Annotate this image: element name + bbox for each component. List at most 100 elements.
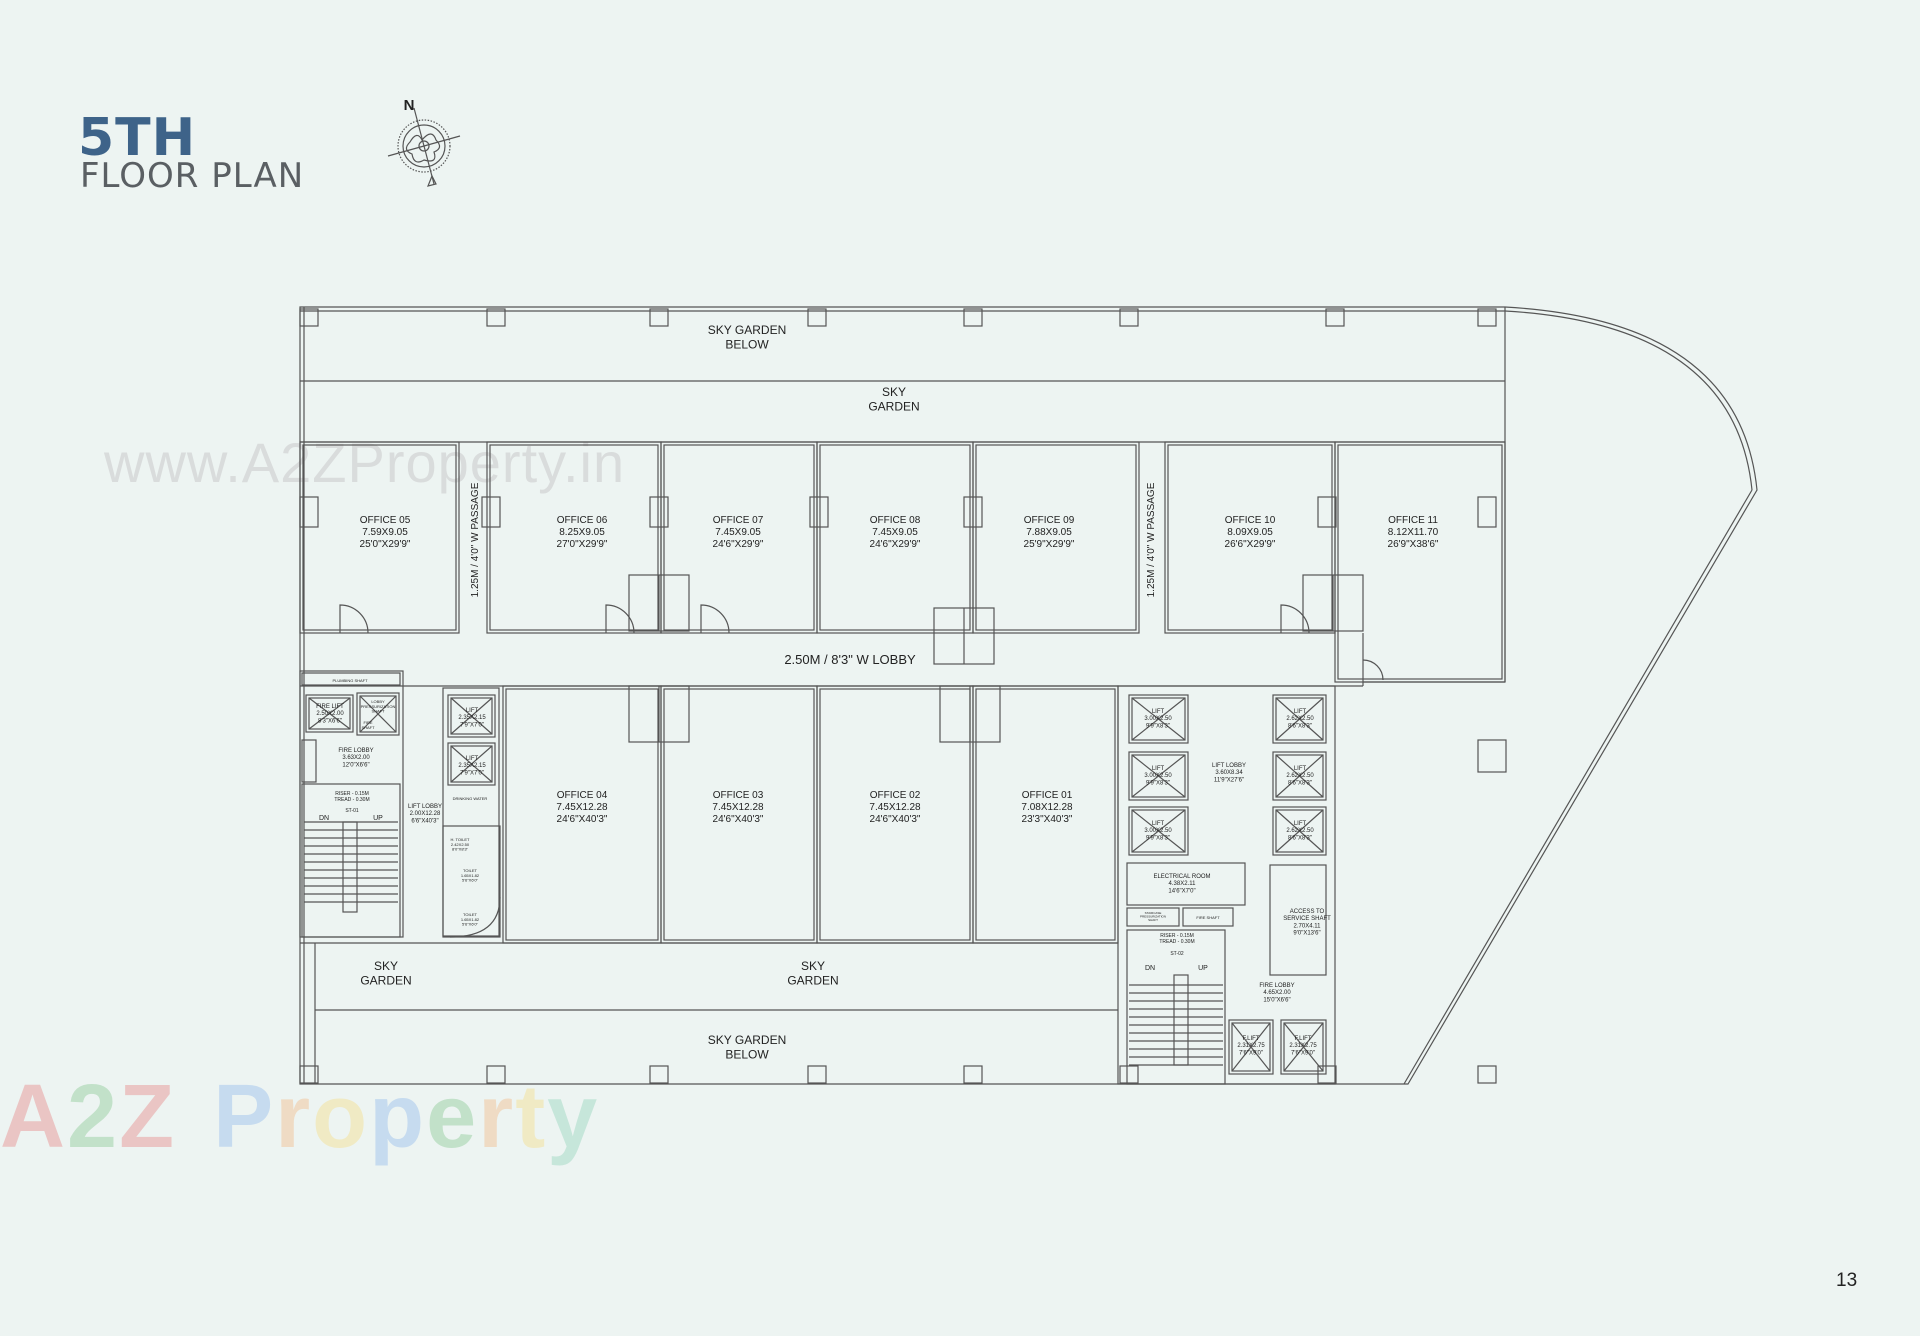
passage-right-label: 1.25M / 4'0" W PASSAGE	[1146, 482, 1157, 597]
logo-letter: A	[0, 1067, 67, 1167]
stair-st-02	[1126, 929, 1226, 1085]
column	[963, 308, 983, 327]
plumbing-shaft	[301, 672, 401, 686]
lift	[1128, 806, 1189, 856]
fire-lift	[1228, 1019, 1274, 1075]
fire-lift-inner	[1283, 1022, 1324, 1072]
column	[299, 308, 319, 327]
office-room-inner	[819, 444, 971, 631]
lift-core	[442, 687, 500, 937]
office-room	[1334, 441, 1506, 683]
a2z-logo: A2Z Property	[0, 1066, 599, 1169]
service-shaft-access	[1269, 864, 1327, 976]
office-room-inner	[663, 444, 815, 631]
passage-left-label: 1.25M / 4'0" W PASSAGE	[470, 482, 481, 597]
column	[649, 308, 669, 327]
office-room-inner	[1167, 444, 1333, 631]
column	[1119, 1065, 1139, 1084]
lift	[1128, 751, 1189, 801]
column	[649, 1065, 669, 1084]
column	[486, 308, 506, 327]
lift-inner	[1275, 754, 1324, 798]
office-room-inner	[505, 688, 659, 941]
column	[1317, 496, 1337, 528]
dn-label: DN	[1145, 965, 1155, 972]
stair-well	[1173, 974, 1189, 1066]
floor-number-title: 5TH	[78, 108, 197, 168]
door-swing	[605, 604, 635, 634]
lift-inner	[1131, 809, 1186, 853]
plumbing-shaft-label: PLUMBING SHAFT	[332, 678, 368, 683]
fire-lift-inner	[308, 697, 351, 730]
lift-cross	[1131, 809, 1186, 853]
fire-shaft	[1182, 907, 1234, 927]
column	[1119, 308, 1139, 327]
column	[486, 1065, 506, 1084]
logo-letter: Z	[119, 1067, 177, 1167]
floor-plan-subtitle: FLOOR PLAN	[80, 156, 305, 196]
building-walls	[299, 306, 1758, 1085]
curved-wall	[449, 896, 501, 938]
lift-inner	[1131, 754, 1186, 798]
office-room-inner	[975, 444, 1137, 631]
lift-inner	[1131, 697, 1186, 741]
office-room-inner	[302, 444, 457, 631]
page-number: 13	[1836, 1270, 1858, 1291]
electrical-room	[1126, 862, 1246, 906]
column	[299, 1065, 319, 1084]
office-room	[299, 441, 460, 634]
column	[649, 496, 669, 528]
fire-shaft-label: FIRE SHAFT	[1196, 915, 1220, 920]
logo-letter: P	[213, 1067, 276, 1167]
door-swing	[1362, 659, 1384, 681]
curved-facade	[1504, 310, 1753, 491]
lift-cross	[1275, 754, 1324, 798]
fire-lift-inner	[1231, 1022, 1271, 1072]
north-label: N	[404, 97, 415, 114]
column	[807, 1065, 827, 1084]
lobby-label: 2.50M / 8'3" W LOBBY	[784, 652, 916, 667]
office-room-inner	[663, 688, 815, 941]
lift	[1128, 694, 1189, 744]
fire-lift	[1280, 1019, 1327, 1075]
column	[1325, 308, 1345, 327]
lift-inner	[450, 745, 493, 783]
column	[807, 308, 827, 327]
office-room-inner	[975, 688, 1116, 941]
building-outline	[299, 306, 1758, 1085]
fire-lift-cross	[1283, 1022, 1324, 1072]
office-room-inner	[489, 444, 659, 631]
stair-id-label: ST-02	[1170, 951, 1184, 957]
lift	[1272, 806, 1327, 856]
office-room-inner	[819, 688, 971, 941]
